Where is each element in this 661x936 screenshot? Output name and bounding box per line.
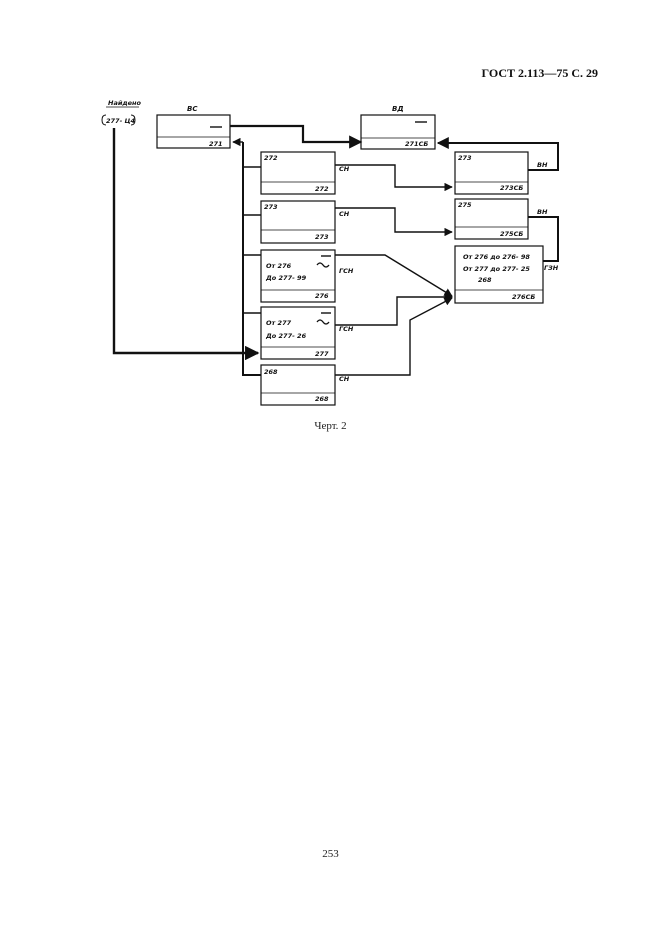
- box-272-side-label: СН: [339, 165, 350, 173]
- connector-268-276cb: [335, 297, 453, 376]
- ac-sine-icon: [316, 262, 330, 268]
- box-268: 268 268 СН: [260, 364, 350, 406]
- box-273cb: 273 273СБ ВН: [454, 151, 548, 195]
- box-273: 273 273 СН: [260, 200, 350, 244]
- box-277-line2: До 277- 26: [265, 332, 307, 340]
- box-276-side-label: ГСН: [339, 267, 354, 275]
- box-275cb-title: 275: [458, 201, 472, 209]
- box-276-number: 276: [315, 292, 329, 300]
- box-277-line1: От 277: [266, 319, 292, 327]
- box-273cb-number: 273СБ: [500, 184, 523, 192]
- box-vs: ВС 271: [156, 105, 231, 149]
- box-272-number: 272: [315, 185, 329, 193]
- box-272: 272 272 СН: [260, 151, 350, 195]
- box-vd: ВД 271СБ: [360, 105, 436, 150]
- connections: [112, 124, 559, 376]
- box-268-number: 268: [315, 395, 329, 403]
- box-vd-title: ВД: [392, 105, 404, 113]
- page-number: 253: [322, 848, 339, 860]
- connector-vs-vd: [230, 124, 363, 149]
- connector-273-275cb: [335, 207, 453, 237]
- box-273-title: 273: [264, 203, 278, 211]
- connector-right-bus-lower: [528, 216, 559, 262]
- box-276cb: От 276 до 276- 98 От 277 до 277- 25 268 …: [454, 245, 559, 304]
- box-276cb-number: 276СБ: [512, 293, 535, 301]
- box-273-side-label: СН: [339, 210, 350, 218]
- box-vd-number: 271СБ: [405, 140, 428, 148]
- box-277: От 277 До 277- 26 277 ГСН: [260, 306, 354, 360]
- box-275cb: 275 275СБ ВН: [454, 198, 548, 240]
- box-276-line1: От 276: [266, 262, 292, 270]
- box-277-number: 277: [315, 350, 329, 358]
- box-276cb-line2: От 277 до 277- 25: [463, 265, 530, 273]
- box-276-line2: До 277- 99: [265, 274, 307, 282]
- box-276: От 276 До 277- 99 276 ГСН: [260, 249, 354, 303]
- box-272-title: 272: [264, 154, 278, 162]
- connector-ref-277: [112, 128, 260, 361]
- page-header: ГОСТ 2.113—75 С. 29: [481, 66, 599, 80]
- box-273cb-title: 273: [458, 154, 472, 162]
- connector-272-273cb: [335, 164, 453, 192]
- connector-left-bus: [242, 142, 261, 376]
- box-vs-number: 271: [209, 140, 223, 148]
- box-275cb-number: 275СБ: [500, 230, 523, 238]
- connector-276-276cb: [335, 254, 453, 297]
- box-276cb-line1: От 276 до 276- 98: [463, 253, 530, 261]
- box-276cb-side-label: ГЗН: [544, 264, 559, 272]
- external-ref-title: Найдено: [108, 99, 142, 107]
- external-reference: Найдено 277- Ц4: [101, 99, 142, 126]
- box-273cb-side-label: ВН: [537, 161, 548, 169]
- external-ref-code: 277- Ц4: [106, 117, 136, 125]
- box-275cb-side-label: ВН: [537, 208, 548, 216]
- box-276cb-line3: 268: [478, 276, 492, 284]
- connector-277-276cb: [335, 292, 453, 326]
- box-268-title: 268: [264, 368, 278, 376]
- figure-caption: Черт. 2: [314, 420, 347, 432]
- box-vs-title: ВС: [187, 105, 198, 113]
- box-277-side-label: ГСН: [339, 325, 354, 333]
- box-273-number: 273: [315, 233, 329, 241]
- box-268-side-label: СН: [339, 375, 350, 383]
- connector-right-bus-vd: [436, 137, 559, 171]
- ac-sine-icon: [316, 319, 330, 325]
